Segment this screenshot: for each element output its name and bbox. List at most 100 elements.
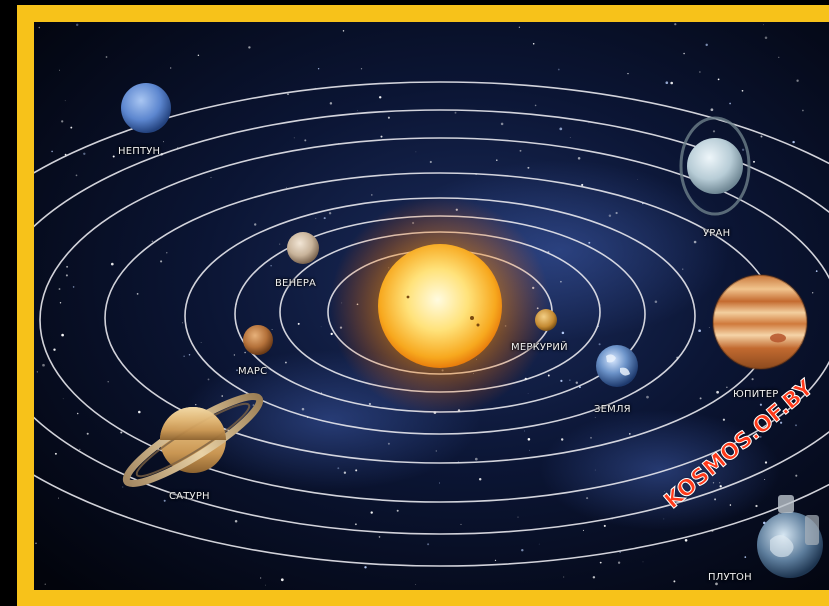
star (586, 497, 588, 499)
star (475, 458, 478, 461)
star (501, 123, 504, 126)
star (152, 241, 154, 243)
star (55, 453, 57, 455)
sunspot (407, 296, 410, 299)
star (778, 57, 779, 58)
star (436, 450, 437, 451)
star (765, 461, 767, 463)
yellow-frame-top (17, 5, 829, 22)
earth-planet (596, 345, 638, 387)
star (655, 300, 658, 303)
star (330, 102, 332, 104)
star (177, 147, 178, 148)
neptune-planet (121, 83, 171, 133)
star (58, 498, 59, 499)
star (682, 269, 683, 270)
star (369, 403, 371, 405)
mars-planet (243, 325, 273, 355)
star (593, 576, 595, 578)
star (730, 504, 732, 506)
star (37, 371, 38, 372)
star (665, 81, 668, 84)
star (812, 292, 813, 293)
star (281, 578, 284, 581)
star (595, 417, 596, 418)
star (760, 135, 762, 137)
star (533, 43, 535, 45)
star (182, 322, 183, 323)
star (415, 584, 416, 585)
star (796, 80, 798, 82)
star (528, 438, 531, 441)
star (355, 523, 357, 525)
star (535, 105, 537, 107)
star (713, 130, 715, 132)
star (59, 70, 60, 71)
star (795, 475, 797, 477)
star (76, 24, 78, 26)
star (39, 27, 41, 29)
star (604, 525, 606, 527)
star (195, 404, 196, 405)
star (583, 530, 584, 531)
star (578, 157, 581, 160)
star (520, 150, 522, 152)
star (755, 505, 757, 507)
star (63, 398, 64, 399)
star (337, 467, 339, 469)
black-left-margin (0, 0, 17, 606)
label-pluto: ПЛУТОН (708, 572, 752, 583)
star (699, 71, 700, 72)
star (627, 73, 628, 74)
star (51, 151, 53, 153)
star (279, 244, 280, 245)
star (211, 177, 212, 178)
star (189, 354, 190, 355)
star (344, 472, 346, 474)
star (388, 117, 390, 119)
star (729, 103, 731, 105)
star (430, 161, 432, 163)
star (561, 438, 563, 440)
star (560, 281, 562, 283)
star (718, 79, 720, 81)
star (618, 562, 620, 564)
star (670, 82, 673, 85)
star (53, 349, 55, 351)
label-uranus: УРАН (703, 228, 730, 239)
star (726, 387, 727, 388)
star (120, 431, 122, 433)
star (35, 543, 36, 544)
star (122, 487, 123, 488)
star (455, 112, 457, 114)
star (752, 378, 754, 380)
star (61, 120, 63, 122)
star (355, 469, 357, 471)
star (287, 93, 288, 94)
star (600, 562, 602, 564)
star (61, 334, 64, 337)
star (298, 323, 300, 325)
star (694, 241, 697, 244)
star (364, 566, 366, 568)
star (329, 212, 331, 214)
star (285, 362, 287, 364)
star (588, 242, 590, 244)
star (253, 404, 255, 406)
star (137, 293, 139, 295)
label-mercury: МЕРКУРИЙ (511, 342, 568, 353)
star (548, 375, 550, 377)
star (318, 68, 319, 69)
star (539, 544, 540, 545)
star (170, 67, 171, 68)
star (576, 382, 578, 384)
star (270, 265, 271, 266)
star (59, 288, 61, 290)
star (234, 354, 235, 355)
star (254, 223, 256, 225)
star (521, 549, 523, 551)
star (742, 90, 744, 92)
star (673, 580, 675, 582)
star (331, 333, 333, 335)
star (42, 364, 45, 367)
